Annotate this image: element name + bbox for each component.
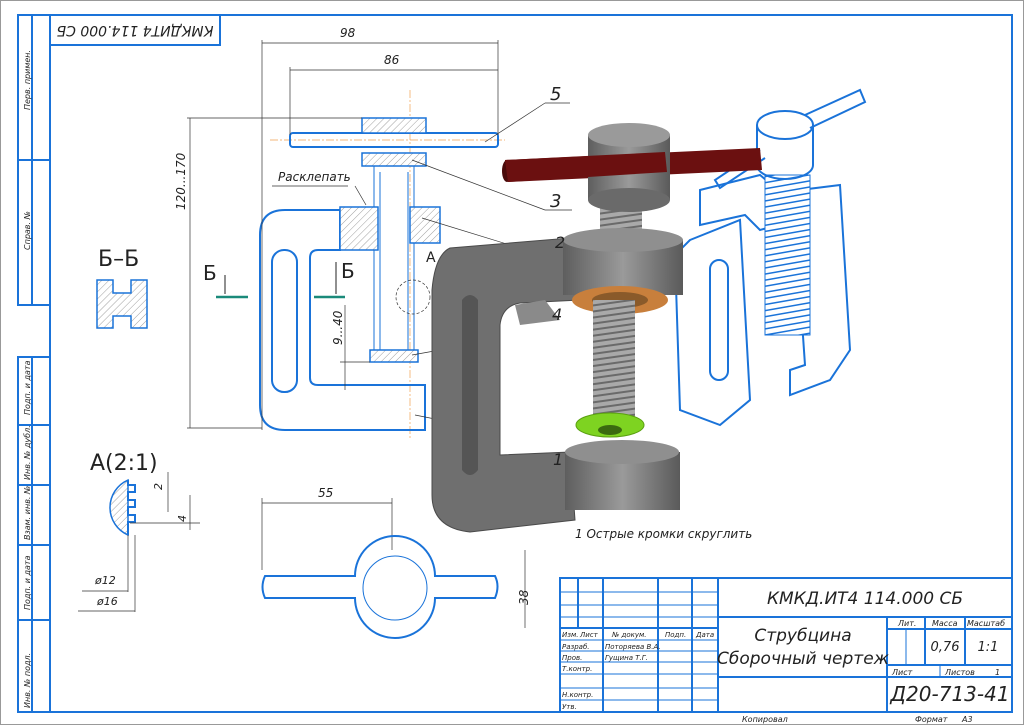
- scale-value: 1:1: [978, 640, 999, 655]
- copied-label: Копировал: [742, 715, 788, 724]
- position-5: 5: [550, 84, 561, 105]
- role-approved: Утв.: [562, 703, 577, 711]
- tech-note: 1 Острые кромки скруглить: [575, 527, 752, 541]
- strip-label: Подп. и дата: [23, 360, 32, 415]
- front-view: Б Б 98 86 120...170 9...40 Расклепать 5 …: [174, 26, 572, 440]
- strip-label: Справ. №: [23, 211, 32, 250]
- detail-mark: A: [426, 250, 436, 266]
- mass-label: Масса: [932, 619, 958, 628]
- dim-9-40: 9...40: [331, 310, 345, 345]
- sheets-label: Листов: [944, 668, 975, 677]
- lit-label: Лит.: [897, 619, 916, 628]
- detail-title: A(2:1): [90, 451, 158, 476]
- position-2: 2: [555, 233, 565, 252]
- developer-name: Потоpяева В.А.: [605, 643, 661, 651]
- hdr-izm: Изм.: [562, 631, 578, 639]
- strip-label: Инв. № подл.: [23, 653, 32, 708]
- title-block: Изм. Лист № докум. Подп. Дата Разраб. По…: [559, 577, 1013, 713]
- dim-38: 38: [517, 589, 531, 605]
- rotated-stamp: КМКДИТ4 114.000 СБ: [56, 22, 213, 38]
- position-4: 4: [552, 305, 562, 324]
- dim-55: 55: [318, 486, 333, 500]
- left-strip: Перв. примен. Справ. № Подп. и дата Инв.…: [17, 14, 51, 713]
- strip-label: Перв. примен.: [23, 50, 32, 110]
- mass-value: 0,76: [931, 640, 960, 655]
- hdr-list: Лист: [579, 631, 599, 639]
- section-profile: [96, 279, 148, 329]
- clamp-3d-model: 2 4 1: [431, 123, 762, 533]
- sheets-value: 1: [995, 668, 1000, 677]
- doc-code: КМКД.ИТ4 114.000 СБ: [767, 589, 963, 609]
- section-mark-right: Б: [341, 259, 355, 283]
- section-mark-left: Б: [203, 261, 217, 285]
- hdr-sign: Подп.: [665, 631, 686, 639]
- strip-label: Подп. и дата: [23, 555, 32, 610]
- dim-86: 86: [384, 53, 400, 67]
- checker-name: Гущина Т.Г.: [605, 654, 648, 662]
- role-developer: Разраб.: [562, 643, 590, 651]
- hdr-date: Дата: [695, 631, 714, 639]
- strip-label: Взам. инв. №: [23, 486, 32, 540]
- detail-a-view: A(2:1) 2 4 ø12 ø16: [78, 451, 200, 612]
- format-value: A3: [961, 715, 973, 724]
- detail-circle: [395, 279, 431, 315]
- top-view: 55 38: [261, 486, 531, 639]
- dim-d12: ø12: [94, 574, 116, 587]
- format-label: Формат: [915, 715, 948, 724]
- name-line2: Сборочный чертеж: [717, 649, 890, 669]
- name-line1: Струбцина: [754, 626, 851, 646]
- sheet-label: Лист: [891, 668, 913, 677]
- rotated-stamp-box: [49, 14, 221, 46]
- section-title: Б–Б: [98, 247, 139, 272]
- dim-2: 2: [152, 483, 165, 490]
- position-3: 3: [550, 191, 561, 212]
- hdr-doc-no: № докум.: [611, 631, 647, 639]
- strip-label: Инв. № дубл.: [23, 425, 32, 480]
- role-tcontrol: Т.контр.: [562, 665, 592, 673]
- rivet-note: Расклепать: [278, 170, 351, 184]
- dim-120-170: 120...170: [174, 152, 188, 210]
- group-code: Д20-713-41: [889, 682, 1009, 706]
- dim-98: 98: [340, 26, 356, 40]
- scale-label: Масштаб: [967, 619, 1005, 628]
- role-ncontrol: Н.контр.: [562, 691, 593, 699]
- dim-d16: ø16: [96, 595, 118, 608]
- role-checker: Пров.: [562, 654, 582, 662]
- position-1: 1: [553, 450, 563, 469]
- dim-4: 4: [176, 515, 189, 522]
